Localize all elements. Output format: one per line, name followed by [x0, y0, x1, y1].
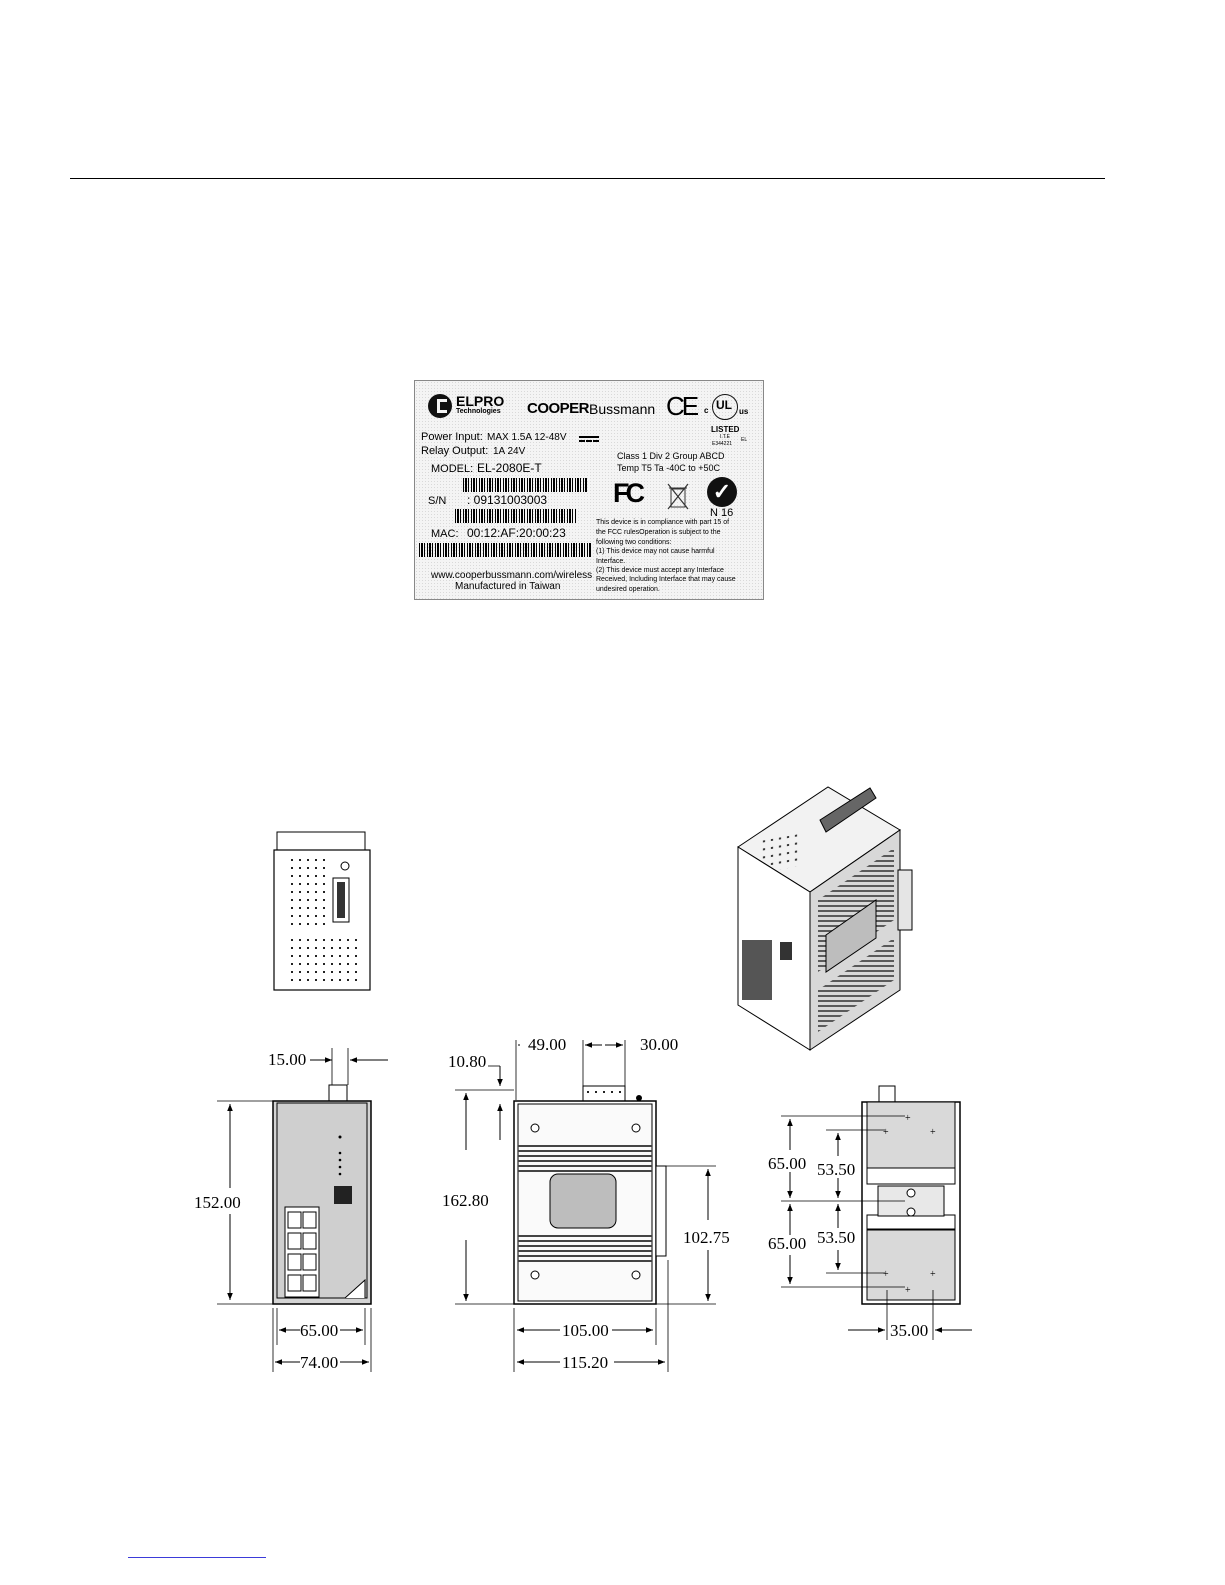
svg-text:+: + — [930, 1127, 936, 1138]
fcc-line-2: the FCC rulesOperation is subject to the — [596, 529, 721, 536]
mac-barcode — [419, 543, 591, 557]
sn-value: : 09131003003 — [467, 493, 548, 507]
hazloc-2: Temp T5 Ta -40C to +50C — [617, 463, 720, 473]
svg-text:+: + — [883, 1127, 889, 1138]
dim-front-rail-height: 102.75 — [683, 1228, 730, 1247]
dim-front-left-offset: 10.80 — [448, 1052, 486, 1071]
svg-text:+: + — [883, 1269, 889, 1280]
top-view — [273, 831, 371, 991]
fcc-line-8: undesired operation. — [596, 586, 660, 593]
dim-front-height: 162.80 — [442, 1191, 489, 1210]
ctick-code: N 16 — [710, 507, 734, 519]
ul-c: c — [704, 406, 709, 415]
dim-front-terminal-width: 30.00 — [640, 1035, 678, 1054]
ul-listed: LISTED — [711, 425, 740, 434]
ul-core: UL — [716, 398, 732, 412]
fcc-line-7: Received, Including Interface that may c… — [596, 576, 736, 583]
cooper-logo: COOPER — [527, 400, 590, 417]
ul-code-2: E344221 — [712, 441, 733, 447]
fcc-line-5: Interface. — [596, 558, 626, 565]
ul-listed-icon — [712, 394, 738, 420]
model-value: EL-2080E-T — [477, 461, 542, 475]
mac-value: 00:12:AF:20:00:23 — [467, 526, 566, 540]
ce-mark: CE — [666, 391, 699, 421]
hazloc-1: Class 1 Div 2 Group ABCD — [617, 451, 725, 461]
rear-view: + + + + + + 65.00 53.50 65.00 53.50 35.0… — [768, 1085, 972, 1340]
fcc-line-3: following two conditions: — [596, 539, 672, 546]
ul-el: EL — [741, 437, 748, 443]
svg-text:+: + — [905, 1113, 911, 1124]
product-label: ELPRO Technologies COOPER Bussmann CE c … — [414, 380, 764, 600]
fcc-mark: FC — [613, 478, 645, 508]
ul-us: us — [739, 407, 749, 416]
footer-link-underline[interactable] — [128, 1557, 266, 1558]
weee-bin-icon — [667, 483, 689, 510]
side-view: 15.00 152.00 65.00 74.00 — [194, 1048, 388, 1372]
brand-sub: Technologies — [456, 408, 501, 415]
svg-text:+: + — [905, 1285, 911, 1296]
dim-front-terminal-pos: 49.00 — [528, 1035, 566, 1054]
fcc-line-6: (2) This device must accept any Interfac… — [596, 567, 724, 574]
dc-symbol-dash — [579, 440, 599, 442]
dim-rear-upper: 65.00 — [768, 1154, 806, 1173]
front-view: 49.00 30.00 10.80 162.80 102.75 105.00 1… — [442, 1035, 730, 1372]
c-tick-icon: ✓ — [707, 477, 737, 507]
power-value: MAX 1.5A 12-48V — [487, 432, 567, 443]
model-barcode — [463, 478, 587, 492]
header-rule — [70, 178, 1105, 179]
bussmann-logo: Bussmann — [589, 401, 656, 417]
dim-side-top: 15.00 — [268, 1050, 306, 1069]
brand-name: ELPRO — [456, 393, 505, 409]
dim-rear-lower-holes: 53.50 — [817, 1228, 855, 1247]
dim-side-width-inner: 65.00 — [300, 1321, 338, 1340]
relay-value: 1A 24V — [493, 446, 526, 457]
sn-barcode — [455, 509, 577, 523]
dim-front-width-inner: 105.00 — [562, 1321, 609, 1340]
model-label: MODEL: — [431, 463, 474, 475]
mac-label: MAC: — [431, 528, 459, 540]
fcc-line-1: This device is in compliance with part 1… — [596, 519, 730, 526]
website: www.cooperbussmann.com/wireless — [431, 570, 593, 581]
ul-code-1: I.T.E — [720, 434, 731, 440]
relay-label: Relay Output: — [421, 445, 489, 457]
svg-text:+: + — [930, 1269, 936, 1280]
elpro-logo-icon — [428, 394, 452, 418]
power-label: Power Input: — [421, 431, 483, 443]
fcc-line-4: (1) This device may not cause harmful — [596, 548, 715, 555]
dim-side-height: 152.00 — [194, 1193, 241, 1212]
dim-rear-hole-spacing: 35.00 — [890, 1321, 928, 1340]
dim-side-width-outer: 74.00 — [300, 1353, 338, 1372]
made-in: Manufactured in Taiwan — [455, 581, 561, 592]
dim-rear-upper-holes: 53.50 — [817, 1160, 855, 1179]
sn-label: S/N — [428, 495, 447, 507]
dim-front-width-outer: 115.20 — [562, 1353, 608, 1372]
dc-symbol-icon — [579, 436, 599, 438]
isometric-view — [737, 786, 913, 1051]
dim-rear-lower: 65.00 — [768, 1234, 806, 1253]
